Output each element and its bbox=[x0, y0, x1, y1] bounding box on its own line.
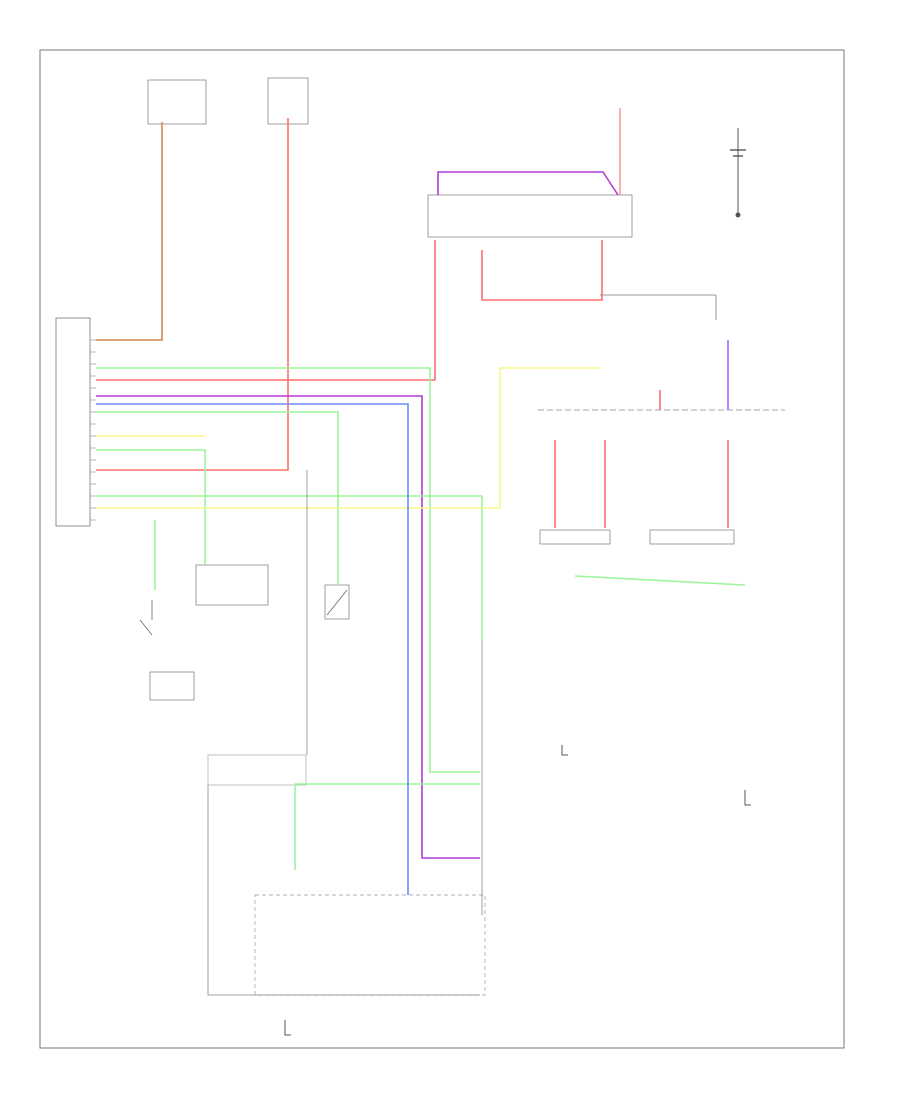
wires bbox=[96, 108, 746, 996]
combination-switch-module bbox=[254, 894, 486, 996]
headlight-left bbox=[539, 529, 611, 545]
wire-blue bbox=[96, 403, 409, 895]
wire-purple bbox=[96, 395, 480, 859]
diagram-frame bbox=[39, 49, 845, 1049]
daytime-running-light-sensor bbox=[324, 584, 350, 620]
wire-green-3 bbox=[96, 449, 206, 565]
headlight-relay bbox=[427, 194, 633, 238]
headlight-right bbox=[649, 529, 735, 545]
fuse-block-top-left bbox=[147, 79, 207, 125]
wire-green-2 bbox=[96, 411, 339, 585]
wire-green-1 bbox=[96, 367, 480, 773]
wire-yellow-2 bbox=[96, 367, 600, 509]
dimmer-relay bbox=[600, 294, 717, 320]
wire-green-7 bbox=[574, 575, 746, 586]
wire-purple-top bbox=[437, 171, 619, 196]
dash-light-module bbox=[207, 754, 307, 786]
wire-orange bbox=[96, 122, 163, 341]
wire-red-2 bbox=[96, 240, 436, 381]
control-module-pins bbox=[90, 339, 96, 521]
lighting-relay bbox=[149, 564, 269, 701]
battery bbox=[730, 128, 746, 218]
wire-red-1 bbox=[96, 118, 289, 471]
parking-brake-switch bbox=[139, 600, 153, 636]
wire-green-4 bbox=[96, 495, 483, 640]
control-module bbox=[55, 317, 96, 527]
wire-black-3 bbox=[207, 785, 480, 996]
fuse-block-top-mid bbox=[267, 77, 309, 125]
wire-red-3 bbox=[481, 240, 603, 301]
wire-green-6 bbox=[294, 783, 480, 870]
ground-points bbox=[284, 213, 751, 1036]
